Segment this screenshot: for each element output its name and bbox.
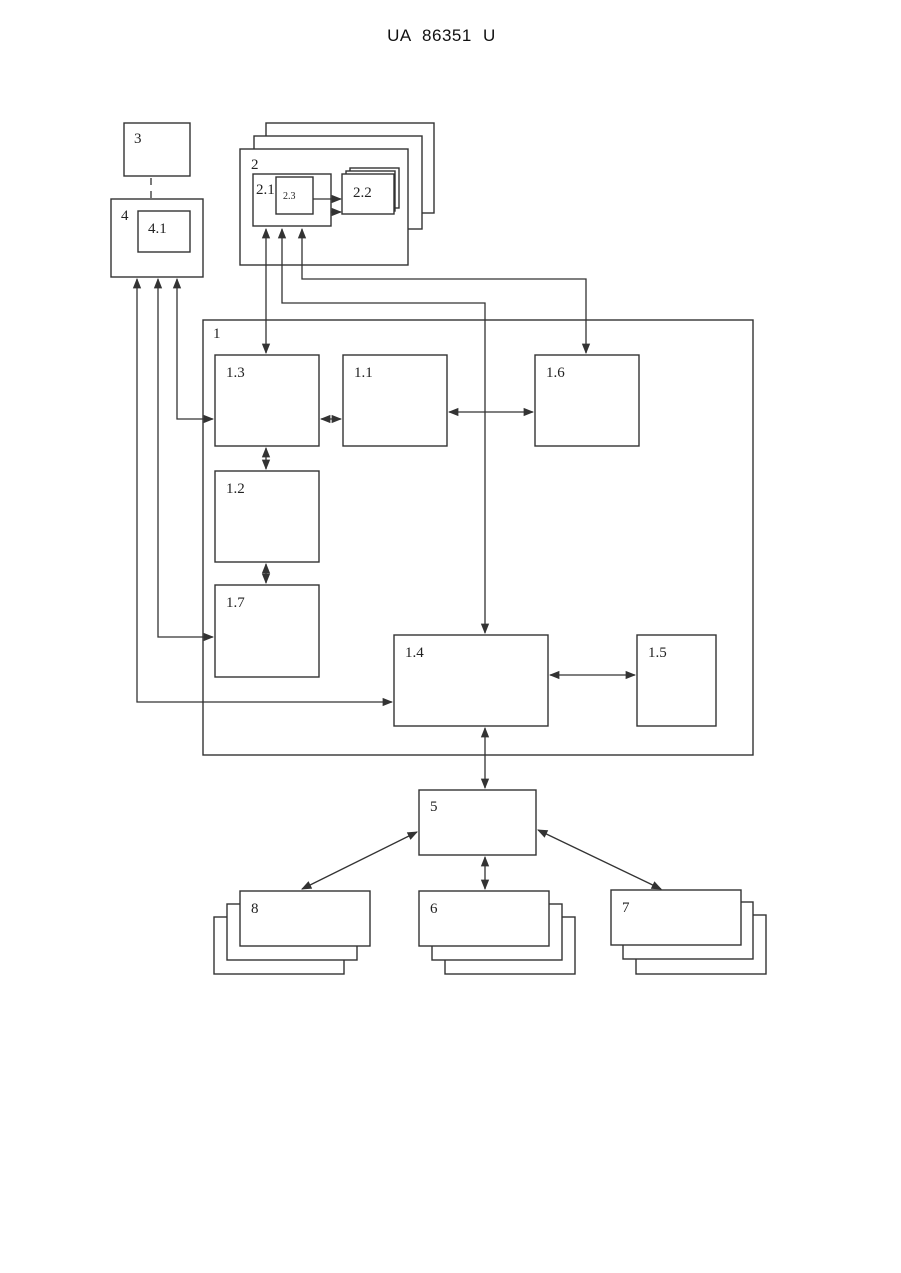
block-7-stack: 7 [611, 890, 766, 974]
block-6-label: 6 [430, 901, 438, 917]
block-1-7: 1.7 [215, 585, 319, 677]
block-8-stack: 8 [214, 891, 370, 974]
block-4: 4 4.1 [111, 199, 203, 277]
block-3: 3 [124, 123, 190, 176]
block-1-1-label: 1.1 [354, 365, 373, 381]
block-7-label: 7 [622, 900, 630, 916]
block-1-6: 1.6 [535, 355, 639, 446]
block-4-label: 4 [121, 208, 129, 224]
block-1-3-label: 1.3 [226, 365, 245, 381]
block-1-label: 1 [213, 326, 221, 342]
block-1-4: 1.4 [394, 635, 548, 726]
block-2-2: 2.2 [342, 168, 399, 214]
block-1-6-label: 1.6 [546, 365, 565, 381]
block-1-1: 1.1 [343, 355, 447, 446]
block-1-5: 1.5 [637, 635, 716, 726]
block-5: 5 [419, 790, 536, 855]
block-1-7-label: 1.7 [226, 595, 245, 611]
block-5-label: 5 [430, 799, 438, 815]
block-2-1: 2.1 2.3 [253, 174, 331, 226]
block-1-4-label: 1.4 [405, 645, 424, 661]
block-2-label: 2 [251, 157, 259, 173]
block-4-1-label: 4.1 [148, 221, 167, 237]
block-1-2-label: 1.2 [226, 481, 245, 497]
block-2-2-label: 2.2 [353, 185, 372, 201]
block-1-5-label: 1.5 [648, 645, 667, 661]
block-2-1-label: 2.1 [256, 182, 275, 198]
block-6-stack: 6 [419, 891, 575, 974]
block-8-label: 8 [251, 901, 259, 917]
block-1-3: 1.3 [215, 355, 319, 446]
block-2-3-label: 2.3 [283, 191, 296, 202]
arrow-5-7 [538, 830, 661, 889]
block-3-label: 3 [134, 131, 142, 147]
arrow-5-8 [302, 832, 417, 889]
block-1-2: 1.2 [215, 471, 319, 562]
